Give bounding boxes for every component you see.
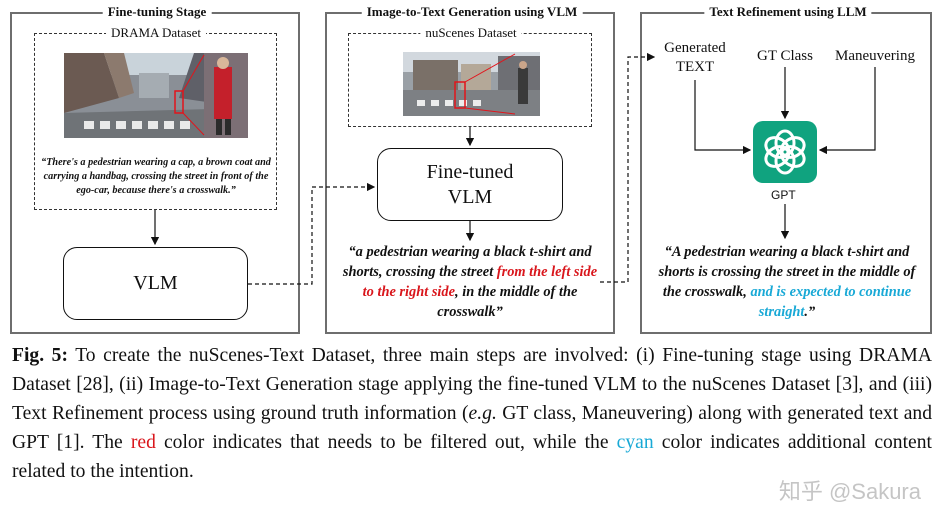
finetuned-vlm-box: Fine-tuned VLM: [377, 148, 563, 221]
nuscenes-dataset-box: nuScenes Dataset: [348, 25, 592, 127]
arrow-generated-to-gpt: [694, 80, 752, 155]
refined-quote-part1: “A pedestrian wearing a black t-shirt an…: [658, 244, 916, 300]
caption-text3: color indicates that needs to be filtere…: [155, 432, 617, 453]
caption-text4: color indicates additional content relat…: [12, 432, 932, 482]
finetune-panel-title: Fine-tuning Stage: [102, 4, 212, 20]
generated-text-line2: TEXT: [675, 59, 715, 75]
refined-quote-cyan: and is expected to continue straight: [750, 284, 912, 320]
nuscenes-dataset-label: nuScenes Dataset: [420, 25, 522, 41]
caption-text1: To create the nuScenes-Text Dataset, thr…: [12, 345, 932, 424]
drama-street-image: [64, 53, 248, 138]
finetuned-vlm-line1: Fine-tuned: [426, 160, 514, 183]
drama-dataset-label: DRAMA Dataset: [106, 25, 206, 41]
nuscenes-street-image: [403, 52, 540, 116]
refined-text-quote: “A pedestrian wearing a black t-shirt an…: [652, 242, 922, 322]
vlm-label: VLM: [133, 272, 178, 294]
generated-text-line1: Generated: [664, 40, 726, 56]
finetuned-vlm-line2: VLM: [447, 185, 493, 208]
img2text-panel-title: Image-to-Text Generation using VLM: [361, 4, 583, 20]
refine-panel-title: Text Refinement using LLM: [704, 4, 872, 20]
refined-quote-part2: .”: [804, 304, 816, 320]
maneuvering-input: Maneuvering: [835, 48, 915, 64]
drama-caption-quote: “There's a pedestrian wearing a cap, a b…: [41, 157, 271, 196]
generated-quote-part2: , in the middle of the crosswalk”: [437, 284, 578, 320]
generated-text-quote: “a pedestrian wearing a black t-shirt an…: [340, 242, 600, 322]
arrow-text-to-refine: [600, 52, 656, 283]
gpt-logo-icon: [753, 121, 817, 183]
arrow-vlm-to-finetuned: [248, 182, 376, 285]
caption-cyan-word: cyan: [616, 432, 654, 453]
caption-red-word: red: [130, 432, 156, 453]
caption-eg: e.g.: [468, 403, 497, 424]
drama-dataset-box: DRAMA Dataset: [34, 25, 277, 210]
gt-class-input: GT Class: [757, 48, 813, 64]
vlm-box: VLM: [63, 247, 248, 320]
arrow-maneuvering-to-gpt: [818, 67, 876, 155]
generated-text-input: Generated TEXT: [656, 39, 734, 77]
caption-fig-label: Fig. 5:: [12, 345, 68, 366]
gpt-label: GPT: [771, 188, 796, 202]
caption-text2: GT class, Maneuvering) along with genera…: [12, 403, 932, 453]
generated-quote-red: from the left side to the right side: [362, 264, 598, 300]
figure-caption: Fig. 5: To create the nuScenes-Text Data…: [12, 341, 932, 486]
watermark: 知乎 @Sakura: [778, 479, 921, 504]
generated-quote-part1: “a pedestrian wearing a black t-shirt an…: [342, 244, 592, 280]
connector-arrows: [150, 52, 876, 285]
